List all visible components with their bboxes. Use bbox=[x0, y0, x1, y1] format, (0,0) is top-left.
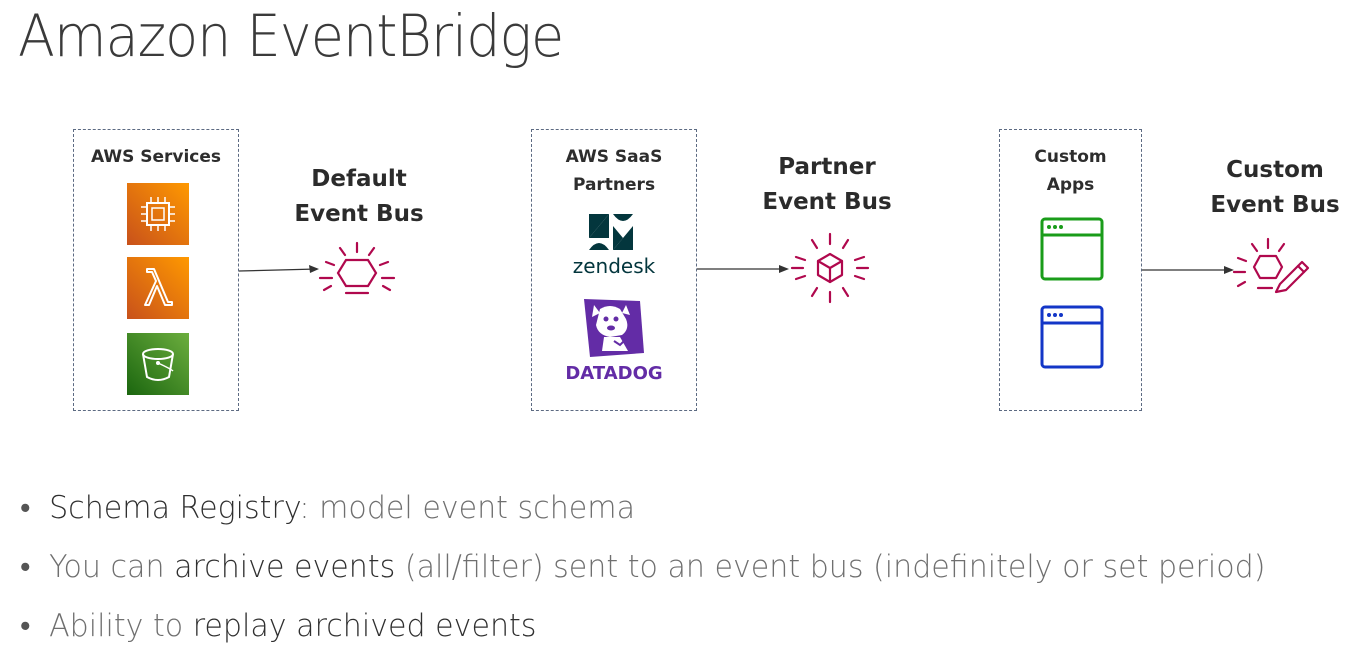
zendesk-wordmark: zendesk bbox=[572, 254, 656, 278]
default-bus-arrow bbox=[239, 265, 319, 273]
app-window-icon bbox=[1040, 305, 1104, 369]
ec2-icon bbox=[127, 183, 189, 245]
custom-event-bus-label: Custom Event Bus bbox=[1210, 157, 1340, 218]
custom-bus-arrow bbox=[1142, 266, 1234, 274]
saas-partners-group: AWS SaaS Partners zendesk DATADOG bbox=[531, 129, 697, 411]
slide-title: Amazon EventBridge bbox=[18, 2, 564, 70]
default-event-bus-label: Default Event Bus bbox=[294, 166, 424, 227]
app-window-icon bbox=[1040, 217, 1104, 281]
bullet-item: •You can archive events (all/filter) sen… bbox=[20, 549, 1266, 585]
custom-apps-group: Custom Apps bbox=[999, 129, 1142, 411]
datadog-logo bbox=[580, 295, 646, 365]
aws-services-label: AWS Services bbox=[90, 147, 222, 167]
partner-event-bus-label: Partner Event Bus bbox=[762, 154, 892, 215]
saas-partners-label: AWS SaaS Partners bbox=[565, 147, 663, 195]
aws-services-group: AWS Services bbox=[73, 129, 239, 411]
bullet-item: •Schema Registry: model event schema bbox=[20, 490, 635, 526]
s3-bucket-icon bbox=[127, 333, 189, 395]
custom-apps-label: Custom Apps bbox=[1034, 147, 1107, 195]
event-bus-icon bbox=[318, 240, 398, 300]
datadog-wordmark: DATADOG bbox=[565, 363, 663, 384]
partner-event-bus-icon bbox=[790, 230, 870, 306]
custom-event-bus-icon bbox=[1232, 236, 1314, 302]
bullet-list: •Schema Registry: model event schema •Yo… bbox=[20, 486, 1304, 663]
bullet-item: •Ability to replay archived events bbox=[20, 608, 537, 644]
zendesk-logo bbox=[587, 214, 635, 254]
lambda-icon bbox=[127, 257, 189, 319]
partner-bus-arrow bbox=[697, 265, 789, 273]
